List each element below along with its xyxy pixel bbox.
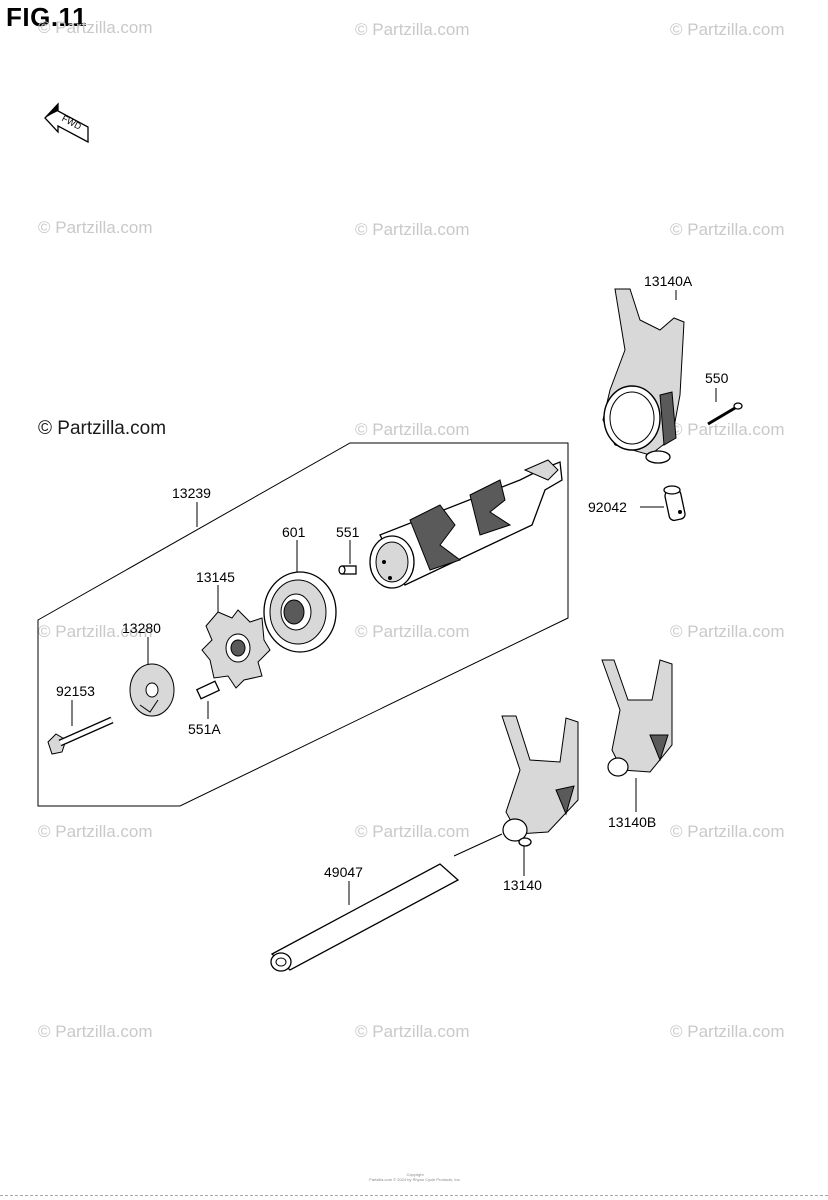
footer-line-1: Copyright <box>406 1172 424 1177</box>
star-plate-13145 <box>201 609 271 689</box>
watermark: © Partzilla.com <box>670 220 785 239</box>
label-13140B[interactable]: 13140B <box>608 814 657 830</box>
label-550[interactable]: 550 <box>705 370 729 386</box>
label-92153[interactable]: 92153 <box>56 683 95 699</box>
footer-line-2: Partzilla.com © 2024 by Rhyno Cycle Prod… <box>369 1177 461 1182</box>
watermark: © Partzilla.com <box>670 1022 785 1041</box>
label-13239[interactable]: 13239 <box>172 485 211 501</box>
leader-lines <box>71 290 717 905</box>
assembly-outline <box>37 442 569 807</box>
plate-13280 <box>129 663 175 717</box>
pin-551 <box>338 565 357 575</box>
label-13140[interactable]: 13140 <box>503 877 542 893</box>
label-49047[interactable]: 49047 <box>324 864 363 880</box>
shift-fork-13140 <box>501 715 579 847</box>
watermark: © Partzilla.com <box>38 822 153 841</box>
fwd-arrow-icon: FWD <box>44 102 89 144</box>
shift-fork-13140B <box>601 659 673 777</box>
watermark: © Partzilla.com <box>38 622 153 641</box>
shift-fork-13140A <box>602 288 685 464</box>
watermark: © Partzilla.com <box>355 822 470 841</box>
label-551A[interactable]: 551A <box>188 721 221 737</box>
watermark: © Partzilla.com <box>355 1022 470 1041</box>
footer-copyright: Copyright Partzilla.com © 2024 by Rhyno … <box>340 1172 490 1182</box>
pin-550 <box>707 402 743 426</box>
shift-drum-13239 <box>369 459 563 589</box>
watermark: © Partzilla.com <box>38 1022 153 1041</box>
label-13140A[interactable]: 13140A <box>644 273 693 289</box>
watermark: © Partzilla.com <box>355 622 470 641</box>
watermark: © Partzilla.com <box>355 420 470 439</box>
label-551[interactable]: 551 <box>336 524 360 540</box>
pin-551A <box>195 680 221 700</box>
watermark: © Partzilla.com <box>670 622 785 641</box>
watermark: © Partzilla.com <box>670 822 785 841</box>
label-601[interactable]: 601 <box>282 524 306 540</box>
label-13280[interactable]: 13280 <box>122 620 161 636</box>
figure-title: FIG.11 <box>6 2 88 32</box>
watermark: © Partzilla.com <box>355 220 470 239</box>
watermark: © Partzilla.com <box>670 20 785 39</box>
watermark: © Partzilla.com <box>38 218 153 237</box>
bearing-601 <box>263 571 337 653</box>
label-92042[interactable]: 92042 <box>588 499 627 515</box>
pin-92042 <box>663 485 686 522</box>
watermark-dark: © Partzilla.com <box>38 418 167 439</box>
watermark: © Partzilla.com <box>38 18 153 37</box>
bolt-92153 <box>47 716 114 755</box>
shaft-49047 <box>270 833 503 972</box>
watermark: © Partzilla.com <box>355 20 470 39</box>
label-13145[interactable]: 13145 <box>196 569 235 585</box>
bottom-divider <box>0 1195 828 1196</box>
watermark: © Partzilla.com <box>670 420 785 439</box>
